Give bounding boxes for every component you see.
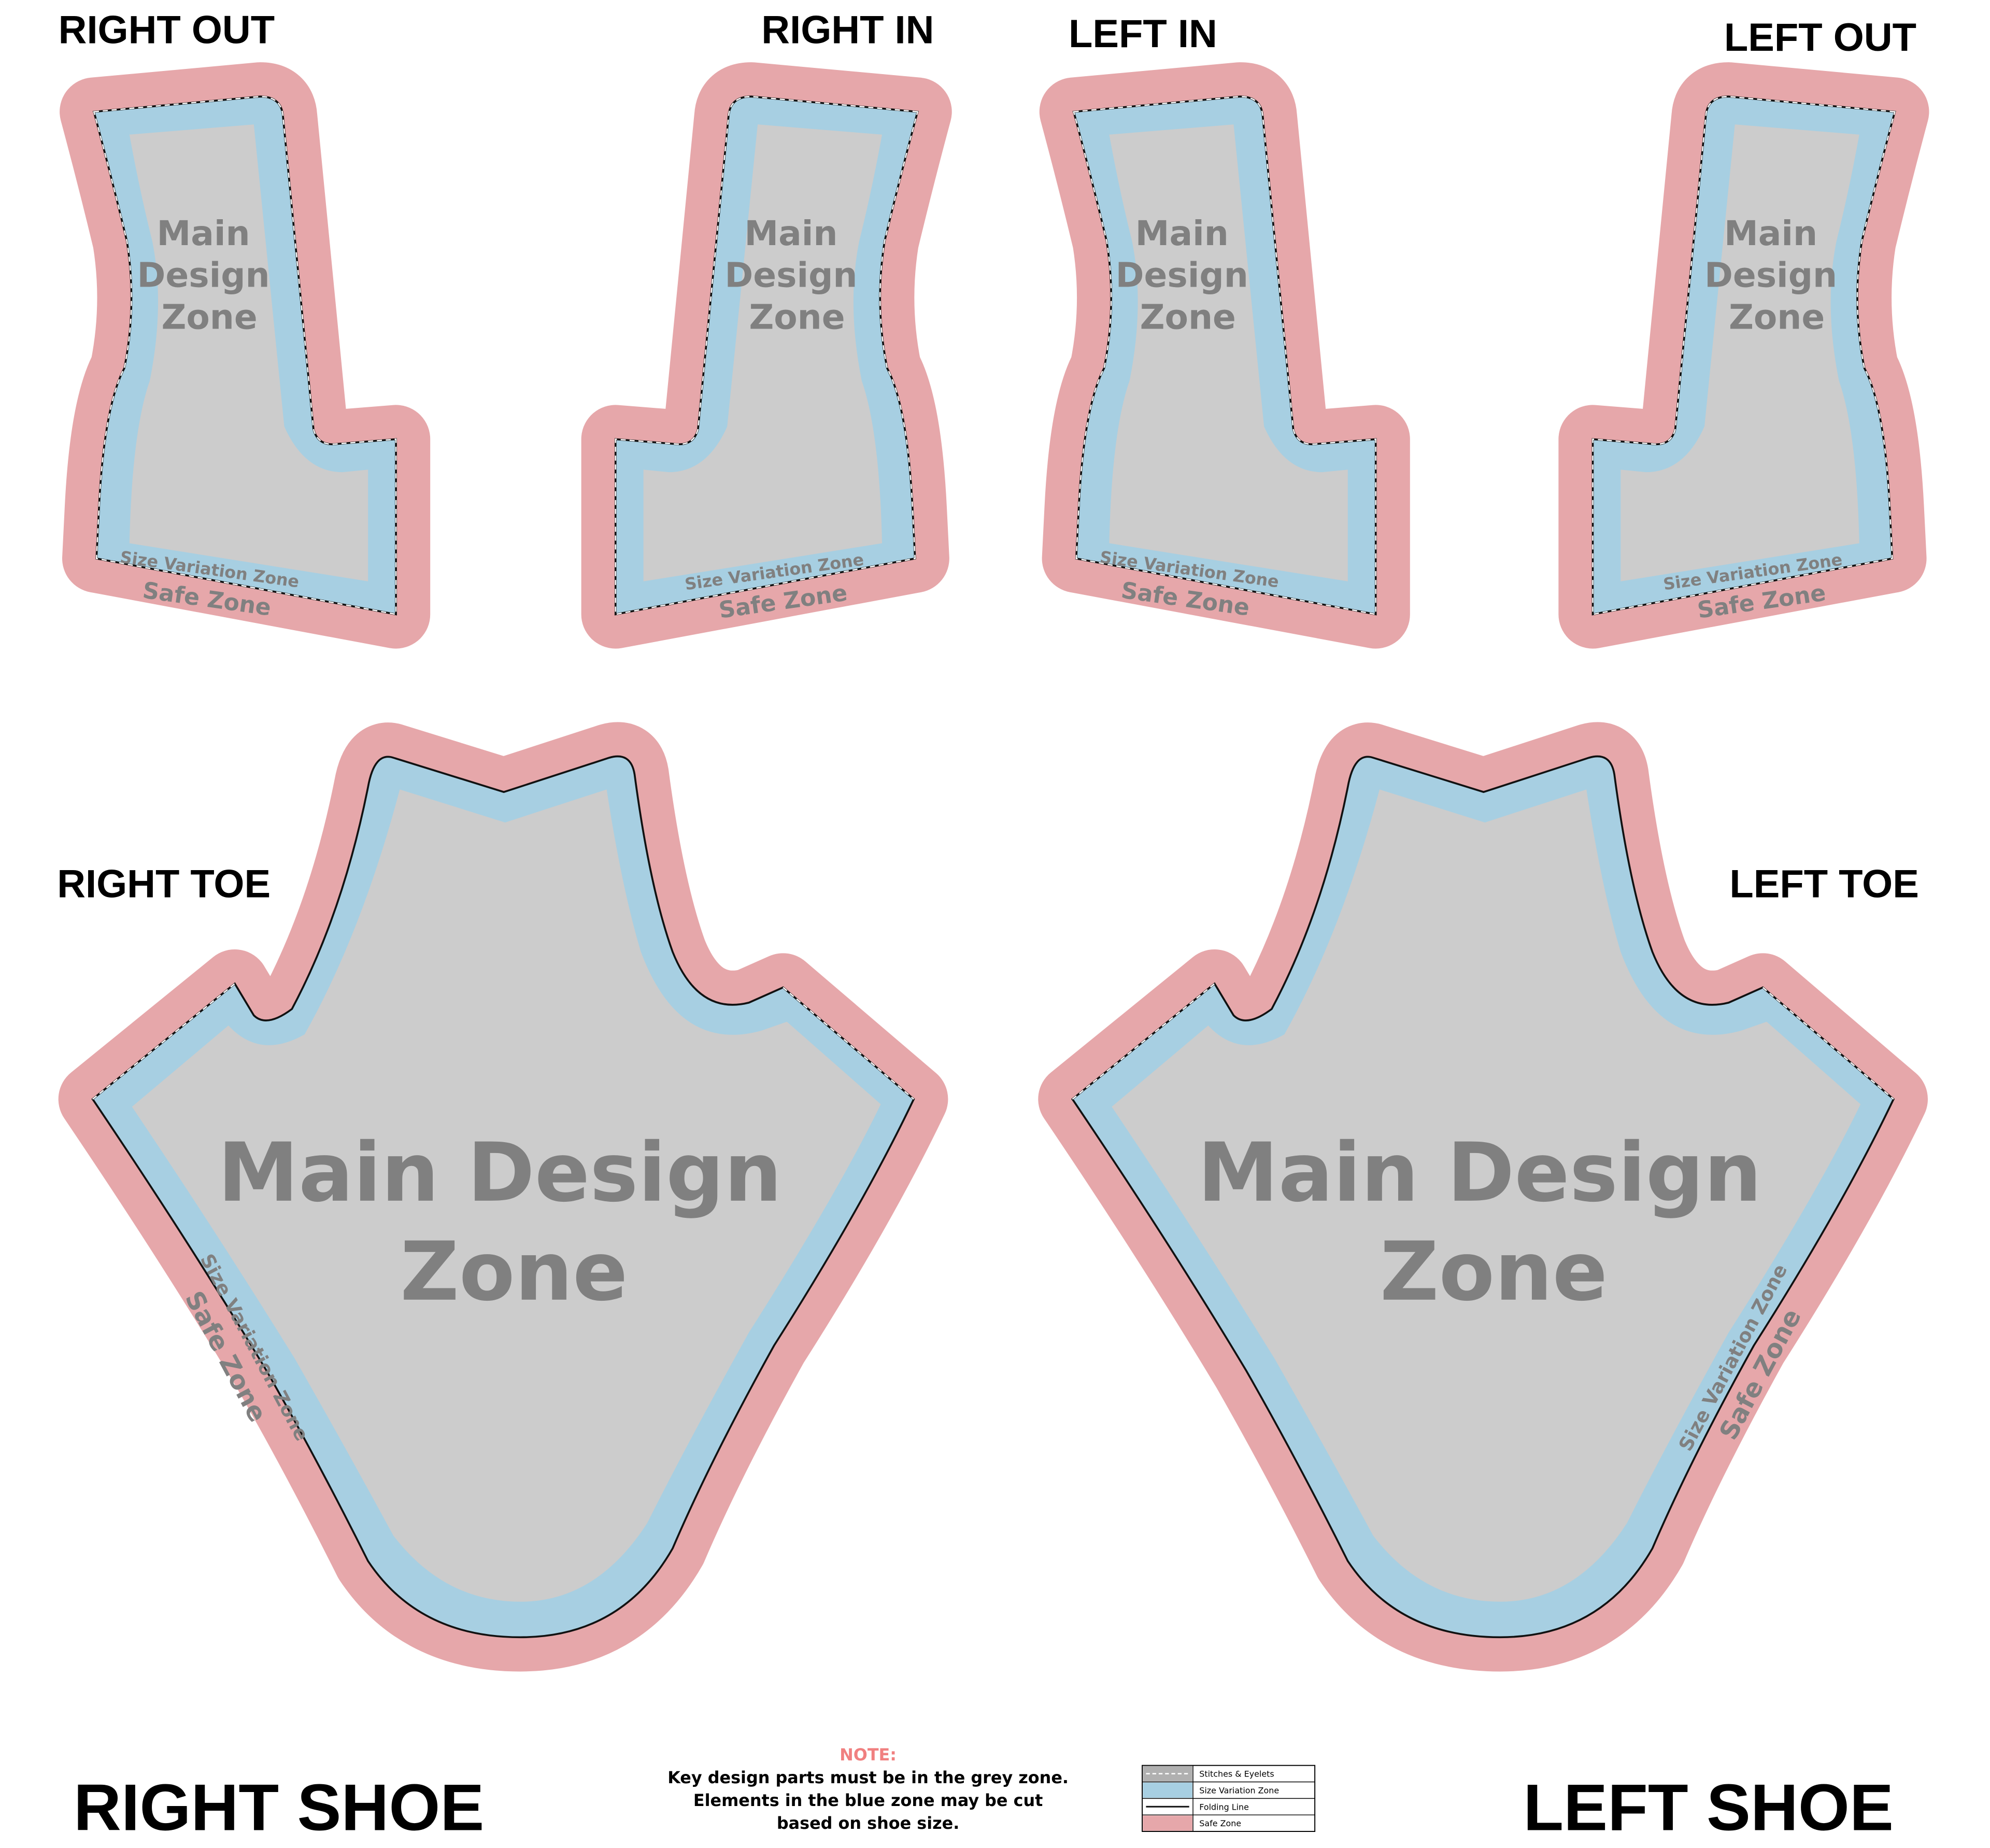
label-left-in: LEFT IN [1069, 12, 1217, 56]
legend-label-safe: Safe Zone [1199, 1818, 1241, 1828]
label-right-in: RIGHT IN [761, 8, 934, 52]
right-shoe-heading: RIGHT SHOE [74, 1771, 484, 1844]
label-left-out: LEFT OUT [1724, 16, 1916, 60]
piece-right-out: Main Design Zone Size Variation Zone Saf… [94, 96, 396, 621]
left-shoe-heading: LEFT SHOE [1523, 1771, 1893, 1844]
main-zone-text: Main Design Zone [1116, 214, 1260, 337]
piece-left-toe [1072, 757, 1893, 1638]
piece-left-out [1593, 96, 1895, 614]
main-zone-text: Main Design Zone [1704, 214, 1849, 337]
legend-label-stitches: Stitches & Eyelets [1199, 1769, 1274, 1779]
piece-left-in [1074, 96, 1376, 614]
note-line-3: based on shoe size. [777, 1813, 959, 1833]
label-left-toe: LEFT TOE [1729, 862, 1918, 906]
legend-row-size-variation: Size Variation Zone [1143, 1782, 1279, 1798]
main-zone-text: Main Design Zone [218, 1126, 810, 1319]
piece-right-toe: Main Design Zone Size Variation Zone Saf… [93, 757, 914, 1638]
legend: Stitches & Eyelets Size Variation Zone F… [1142, 1765, 1316, 1832]
main-zone-text: Main Design Zone [137, 214, 282, 337]
main-zone-text: Main Design Zone [1198, 1126, 1790, 1319]
legend-label-folding: Folding Line [1199, 1802, 1249, 1812]
note-line-1: Key design parts must be in the grey zon… [667, 1768, 1069, 1787]
legend-label-size-variation: Size Variation Zone [1199, 1786, 1279, 1796]
legend-row-safe: Safe Zone [1143, 1815, 1241, 1831]
legend-row-stitches: Stitches & Eyelets [1143, 1766, 1274, 1782]
legend-row-folding: Folding Line [1146, 1802, 1249, 1812]
piece-labels: RIGHT OUT RIGHT IN LEFT IN LEFT OUT RIGH… [57, 8, 1919, 906]
note: NOTE: Key design parts must be in the gr… [667, 1745, 1069, 1833]
label-right-toe: RIGHT TOE [57, 862, 271, 906]
main-zone-text: Main Design Zone [724, 214, 869, 337]
note-label: NOTE: [840, 1745, 897, 1765]
note-line-2: Elements in the blue zone may be cut [693, 1790, 1043, 1810]
piece-right-in [616, 96, 918, 614]
label-right-out: RIGHT OUT [59, 8, 275, 52]
